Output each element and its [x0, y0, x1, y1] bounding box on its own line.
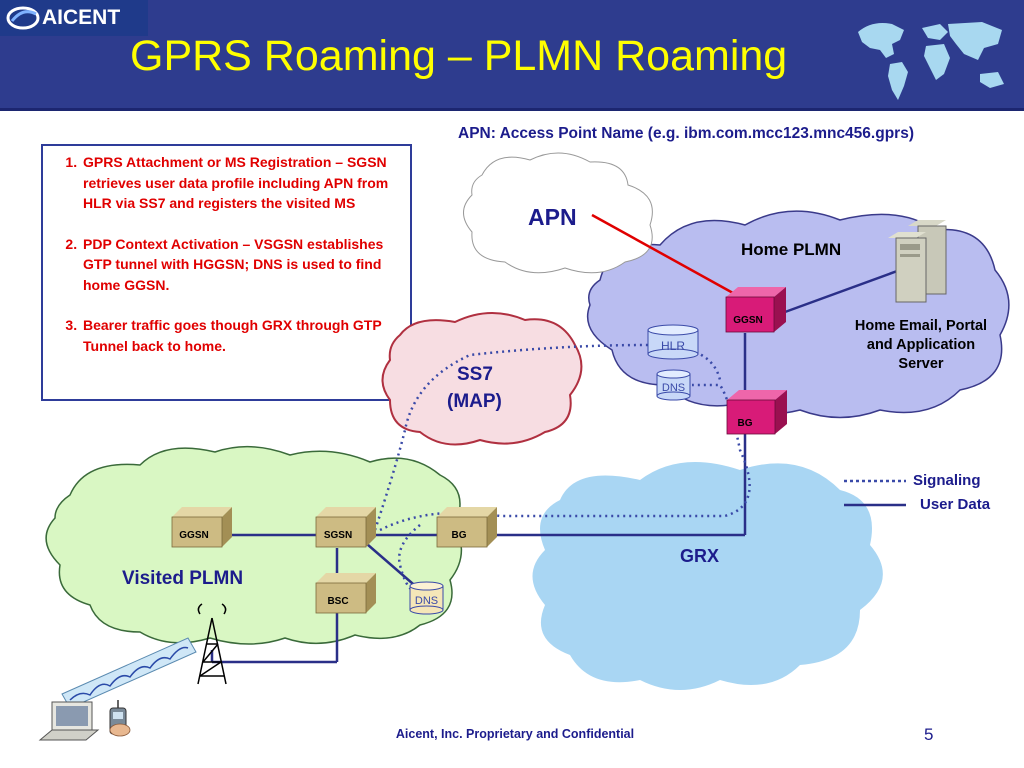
visited-sgsn-router: SGSN [315, 507, 376, 548]
antenna-tower-icon [197, 603, 227, 685]
home-ggsn-router: GGSN [725, 287, 786, 333]
server-icon [888, 220, 947, 303]
footer-confidential-text: Aicent, Inc. Proprietary and Confidentia… [395, 727, 635, 741]
visited-dns-label: DNS [415, 595, 438, 607]
hlr-database: HLR [647, 324, 699, 360]
visited-bg-router: BG [436, 507, 497, 548]
steps-box: GPRS Attachment or MS Registration – SGS… [41, 144, 412, 401]
legend-user-data-label: User Data [920, 496, 991, 513]
visited-bg-label: BG [452, 530, 467, 541]
logo: AICENT [0, 0, 148, 36]
server-label-line: Home Email, Portal [854, 318, 988, 334]
page-title: GPRS Roaming – PLMN Roaming [130, 32, 788, 80]
visited-bsc-label: BSC [327, 596, 348, 607]
server-label-line: and Application [866, 337, 976, 353]
home-bg-router: BG [726, 390, 787, 435]
visited-bsc-router: BSC [315, 573, 376, 614]
radio-link-icon [61, 637, 197, 709]
server-label-line: Server [898, 356, 944, 372]
grx-cloud [532, 462, 883, 690]
apn-cloud [463, 152, 653, 274]
header-divider [0, 108, 1024, 111]
hlr-label: HLR [661, 339, 685, 353]
world-map-icon [858, 22, 1004, 100]
apn-link-line [591, 213, 743, 300]
home-ggsn-label: GGSN [733, 315, 762, 326]
step-item: PDP Context Activation – VSGSN establish… [81, 234, 402, 296]
legend-signaling-label: Signaling [913, 472, 981, 489]
page-number: 5 [924, 725, 934, 744]
visited-plmn-cloud [45, 445, 463, 645]
header-bar [0, 0, 1024, 108]
home-bg-label: BG [738, 418, 753, 429]
home-dns-label: DNS [662, 382, 685, 394]
step-item: GPRS Attachment or MS Registration – SGS… [81, 152, 402, 214]
apn-cloud-label: APN [528, 204, 577, 230]
visited-dns-database: DNS [409, 581, 444, 615]
visited-ggsn-router: GGSN [171, 507, 232, 548]
home-dns-database: DNS [656, 369, 691, 401]
server-label: Home Email, Portal and Application Serve… [834, 317, 1008, 374]
legend [844, 479, 906, 507]
logo-swirl-icon [6, 6, 40, 30]
ss7-label-line2: (MAP) [447, 391, 502, 412]
grx-label: GRX [680, 546, 720, 566]
laptop-icon [38, 701, 100, 741]
ss7-label-line1: SS7 [457, 364, 493, 385]
visited-ggsn-label: GGSN [179, 530, 208, 541]
steps-list: GPRS Attachment or MS Registration – SGS… [43, 146, 410, 356]
cell-phone-icon [109, 700, 131, 737]
logo-text: AICENT [42, 6, 121, 29]
ss7-cloud [381, 311, 583, 446]
visited-sgsn-label: SGSN [324, 530, 352, 541]
home-plmn-label: Home PLMN [741, 240, 842, 259]
apn-definition-note: APN: Access Point Name (e.g. ibm.com.mcc… [458, 125, 914, 142]
step-item: Bearer traffic goes though GRX through G… [81, 315, 402, 356]
visited-plmn-label: Visited PLMN [122, 568, 244, 589]
